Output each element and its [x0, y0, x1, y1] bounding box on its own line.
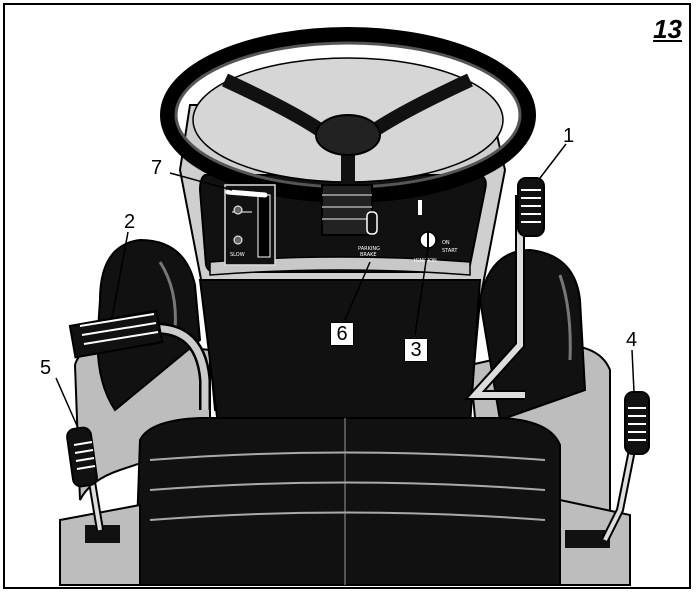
- dash-lower: [200, 280, 480, 425]
- ignition-start-label: START: [442, 248, 458, 254]
- callout-2: 2: [124, 212, 135, 232]
- steering-shaft: [322, 185, 372, 235]
- callout-3: 3: [404, 338, 428, 362]
- callout-5: 5: [40, 358, 51, 378]
- steering-hub: [316, 115, 380, 155]
- leader-1: [540, 144, 566, 178]
- throttle-slow-label: SLOW: [230, 252, 245, 258]
- callout-4: 4: [626, 330, 637, 350]
- parking-brake-knob: [367, 212, 377, 234]
- callout-7: 7: [151, 158, 162, 178]
- callout-6: 6: [330, 322, 354, 346]
- seat: [135, 418, 560, 585]
- figure-number: 13: [612, 14, 682, 45]
- throttle-lever: [228, 192, 265, 195]
- parking-brake-label-2: BRAKE: [360, 252, 377, 258]
- ignition-on-label: ON: [442, 240, 450, 246]
- callout-1: 1: [563, 126, 574, 146]
- leader-5: [56, 378, 78, 428]
- leader-4: [632, 350, 634, 392]
